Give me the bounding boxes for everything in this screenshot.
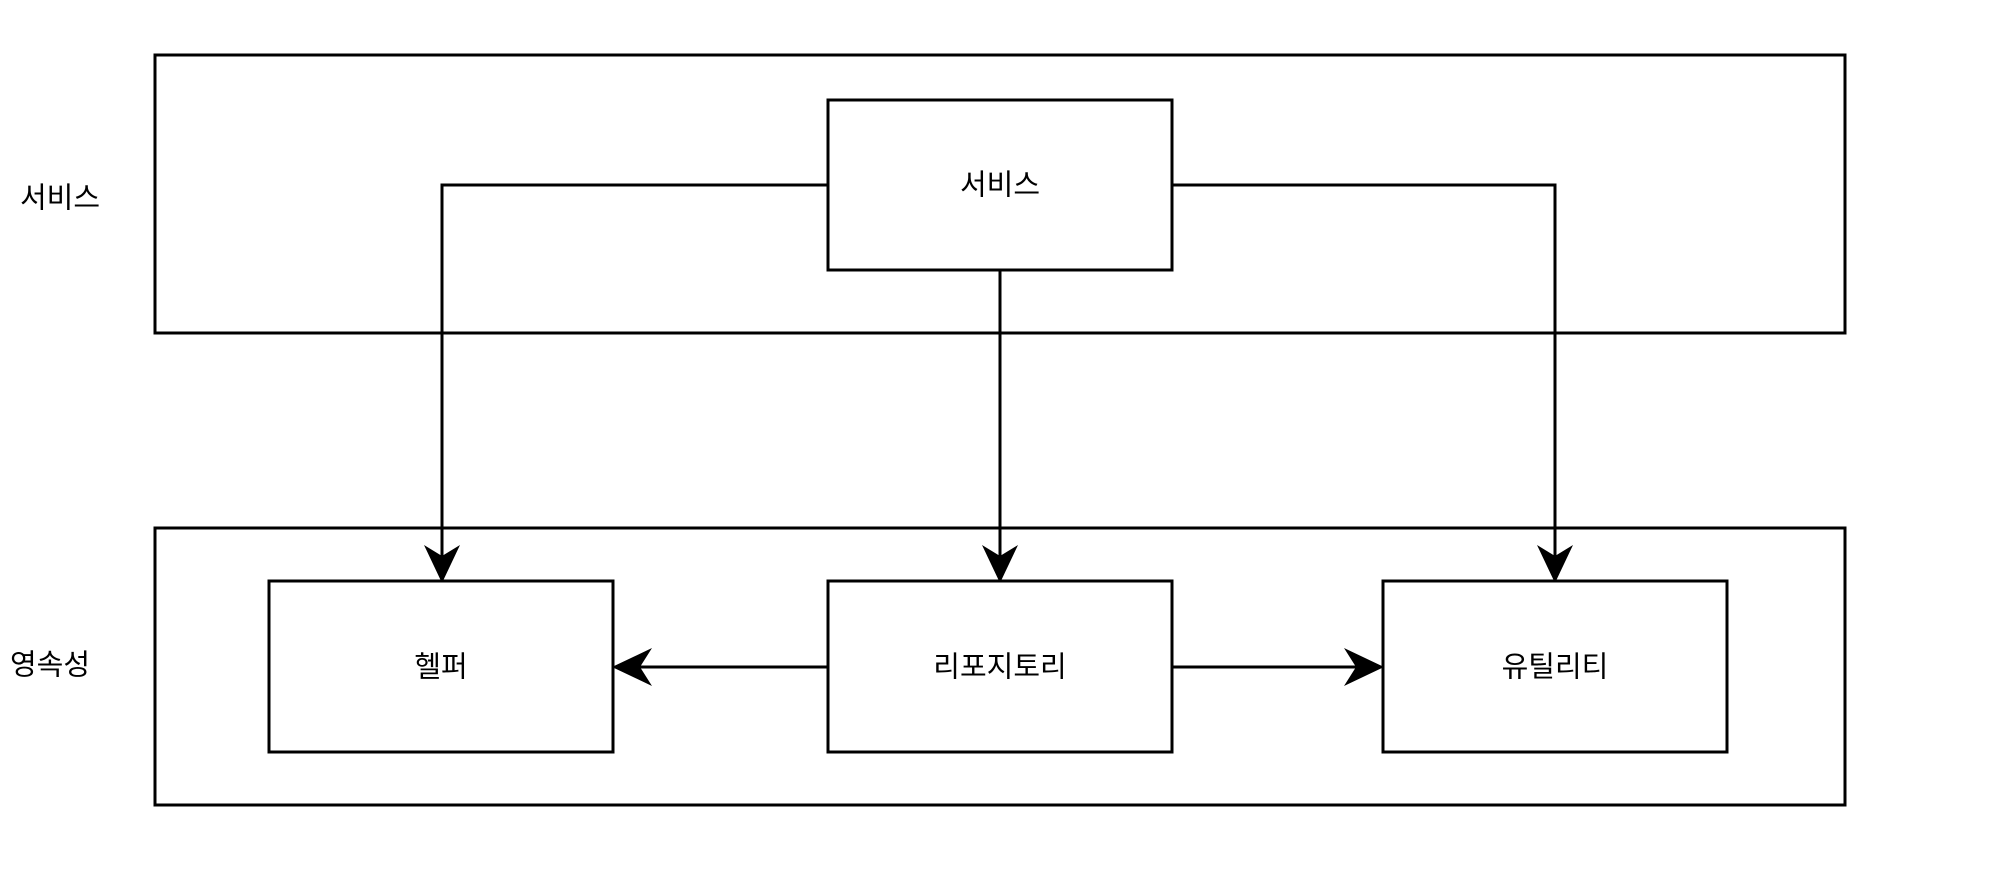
node-repository-box[interactable]: [826, 579, 1174, 754]
node-helper[interactable]: 헬퍼: [267, 579, 615, 754]
node-repository-label: 리포지토리: [933, 652, 1066, 684]
edge-service-to-utility[interactable]: [1172, 183, 1573, 583]
edge-service-to-helper-line: [440, 183, 828, 573]
node-helper-box[interactable]: [267, 579, 615, 754]
arrow-head-left-helper: [612, 648, 652, 686]
node-service-label: 서비스: [960, 170, 1040, 202]
service-layer-label: 서비스: [20, 183, 100, 215]
edge-service-to-repository[interactable]: [982, 270, 1018, 583]
node-utility-box[interactable]: [1381, 579, 1729, 754]
arrow-head-down-helper: [424, 545, 460, 583]
edge-repository-to-utility[interactable]: [1172, 648, 1384, 686]
node-helper-label: 헬퍼: [414, 652, 467, 684]
node-service[interactable]: 서비스: [826, 98, 1174, 272]
arrow-head-right-utility: [1344, 648, 1384, 686]
node-utility[interactable]: 유틸리티: [1381, 579, 1729, 754]
edge-service-to-utility-line: [1172, 183, 1557, 573]
node-service-box[interactable]: [826, 98, 1174, 272]
arrow-head-down-utility: [1537, 545, 1573, 583]
arrow-head-down-repository: [982, 545, 1018, 583]
edges-group: [424, 183, 1573, 686]
edge-repository-to-helper[interactable]: [612, 648, 828, 686]
persistence-layer-label: 영속성: [10, 650, 90, 682]
node-repository[interactable]: 리포지토리: [826, 579, 1174, 754]
edge-service-to-helper[interactable]: [424, 183, 828, 583]
node-utility-label: 유틸리티: [1502, 651, 1609, 684]
